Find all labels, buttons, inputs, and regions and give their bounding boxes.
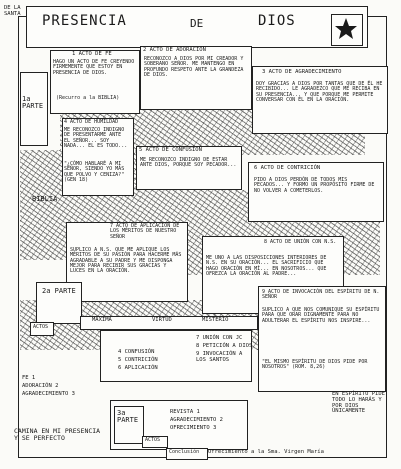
acto-agradecimiento-body: DOY GRACIAS A DIOS POR TANTAS QUE DE ÉL … [256, 81, 386, 103]
part1-list-item-1: FE 1 [22, 375, 36, 381]
banner-box [80, 316, 258, 330]
actos-b-box [142, 436, 168, 448]
acto-humildad-title: 4 ACTO DE HUMILDAD [64, 119, 119, 125]
acto-confusion-box [136, 146, 242, 190]
acto-invocacion-box [258, 286, 386, 392]
title-presencia: PRESENCIA [42, 13, 127, 29]
part3-label: 3a PARTE [117, 409, 139, 425]
actos-a-box [30, 322, 54, 336]
acto-adoracion-box [140, 46, 252, 110]
acto-invocacion-title: 9 ACTO DE INVOCACIÓN DEL ESPÍRITU DE N. … [262, 289, 383, 301]
title-dios: DIOS [258, 13, 296, 29]
acto-confusion-body: ME RECONOZCO INDIGNO DE ESTAR ANTE DIOS,… [140, 157, 237, 169]
acto-union-body: ME UNO A LAS DISPOSICIONES INTERIORES DE… [206, 255, 330, 277]
part2-col1-item-2: 5 CONTRICIÓN [118, 357, 158, 363]
acto-adoracion-body: RECONOZCO A DIOS POR MI CREADOR Y SOBERA… [144, 56, 247, 78]
part3-item-1: REVISTA 1 [170, 409, 200, 415]
acto-humildad-body: ME RECONOZCO INDIGNO DE PRESENTARME ANTE… [64, 127, 128, 149]
acto-adoracion-title: 2 ACTO DE ADORACIÓN [143, 47, 206, 53]
star-box [331, 14, 363, 46]
acto-agradecimiento-box [252, 66, 388, 134]
acto-humildad-quote: "¿CÓMO HABLARÉ A MI SEÑOR, SIENDO YO MÁS… [64, 161, 128, 183]
acto-agradecimiento-title: 3 ACTO DE AGRADECIMIENTO [262, 69, 342, 75]
part3-item-2: AGRADECIMIENTO 2 [170, 417, 223, 423]
star-icon [335, 18, 357, 39]
conclusion-text: Ofrecimiento a la Sma. Virgen María [208, 449, 324, 455]
part2-col1-item-3: 6 APLICACIÓN [118, 365, 158, 371]
acto-contricion-box [248, 162, 384, 222]
acto-fe-box [50, 50, 140, 114]
acto-aplicacion-body: SUPLICO A N.S. QUE ME APLIQUE LOS MÉRITO… [70, 247, 182, 274]
acto-aplicacion-box [66, 222, 188, 302]
banner-misterio: MISTERIO [202, 317, 229, 323]
corner-label: DE LA SANTA [4, 5, 24, 17]
actos-a-label: ACTOS [33, 324, 49, 330]
actos-b-label: ACTOS [145, 437, 161, 443]
part2-col1-item-1: 4 CONFUSIÓN [118, 349, 155, 355]
acto-invocacion-body: SUPLICO A QUE NOS COMUNIQUE SU ESPÍRITU … [262, 307, 380, 324]
part3-box [114, 406, 144, 444]
part2-list-box [100, 330, 252, 382]
banner-maxima: MÁXIMA [92, 317, 112, 323]
footer-right-note: EN ESPÍRITU PIDE TODO LO HARÁS Y POR DIO… [332, 391, 389, 415]
part1-box [20, 72, 48, 146]
part2-col2-item-2: 8 PETICIÓN A DIOS [196, 343, 253, 349]
part2-col2-item-3: 9 INVOCACIÓN A LOS SANTOS [196, 351, 246, 363]
part1-label: 1a PARTE [22, 95, 44, 111]
banner-virtud: VIRTUD [152, 317, 172, 323]
acto-fe-title: 1 ACTO DE FE [72, 51, 112, 57]
part1-list-item-2: ADORACIÓN 2 [22, 383, 59, 389]
acto-confusion-title: 5 ACTO DE CONFUSIÓN [139, 147, 202, 153]
part2-label: 2a PARTE [42, 287, 76, 295]
acto-invocacion-quote: "EL MISMO ESPÍRITU DE DIOS PIDE POR NOSO… [262, 359, 371, 371]
acto-fe-note: (Recurro a la BIBLIA) [56, 95, 120, 101]
acto-aplicacion-title: 7 ACTO DE APLICACIÓN DE LOS MÉRITOS DE N… [110, 223, 183, 240]
acto-humildad-box [62, 118, 134, 196]
acto-contricion-body: PIDO A DIOS PERDÓN DE TODOS MIS PECADOS.… [254, 177, 378, 194]
title-de: DE [190, 17, 204, 30]
part2-col2-item-1: 7 UNIÓN CON JC [196, 335, 243, 341]
conclusion-box [166, 448, 208, 460]
conclusion-label: Conclusión [169, 449, 200, 455]
part1-list-item-3: AGRADECIMIENTO 3 [22, 391, 75, 397]
acto-union-title: 8 ACTO DE UNIÓN CON N.S. [264, 239, 337, 245]
biblia-label: BIBLIA [32, 195, 58, 203]
acto-fe-body: HAGO UN ACTO DE FE CREYENDO FIRMEMENTE Q… [53, 59, 135, 76]
part2-box [36, 282, 82, 324]
part3-item-3: OFRECIMIENTO 3 [170, 425, 217, 431]
acto-contricion-title: 6 ACTO DE CONTRICIÓN [254, 165, 321, 171]
footer-left-quote: CAMINA EN MI PRESENCIA Y SE PERFECTO [14, 427, 105, 442]
